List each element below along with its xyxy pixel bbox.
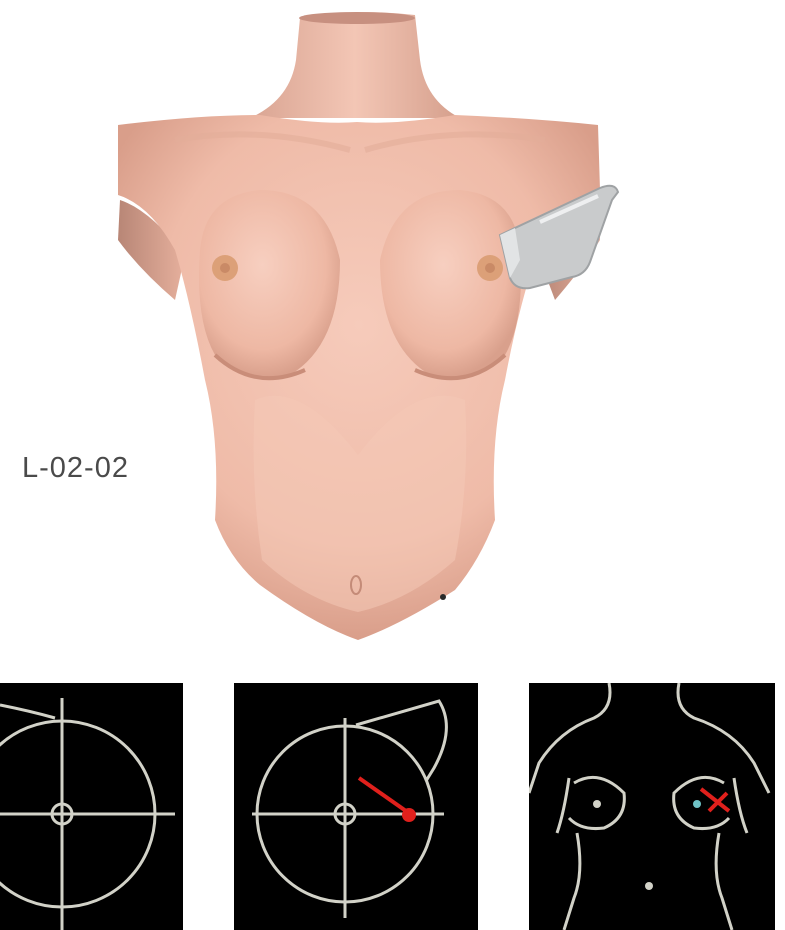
breast-clock-diagram-panel — [0, 683, 183, 930]
torso-3d-view — [0, 0, 785, 660]
probe-direction-diagram-panel — [234, 683, 478, 930]
body-outline-diagram-panel — [529, 683, 775, 930]
neck — [250, 12, 460, 118]
body-outline-icon — [529, 683, 775, 930]
torso-model — [0, 0, 785, 660]
breast-clock-diagram-icon — [0, 683, 183, 930]
probe-direction-diagram-icon — [234, 683, 478, 930]
probe-position-label: L-02-02 — [22, 452, 129, 485]
